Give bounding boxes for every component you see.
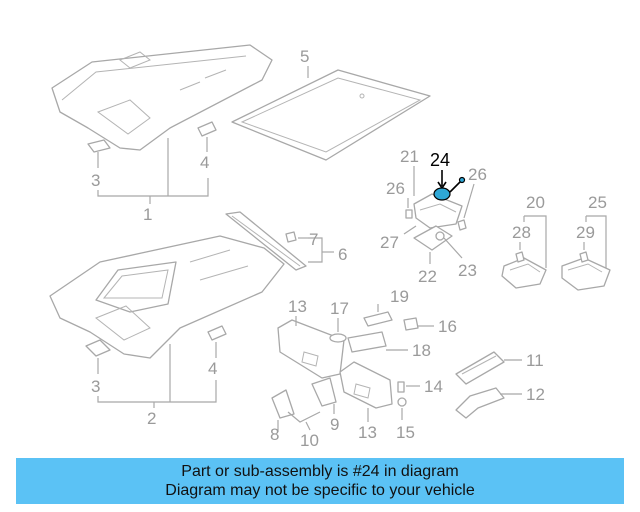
banner-line-1: Part or sub-assembly is #24 in diagram (181, 463, 459, 480)
clip-15 (397, 397, 407, 407)
callout-24-highlighted: 24 (430, 150, 450, 170)
visor-clip-17 (329, 333, 347, 343)
callout-15: 15 (396, 423, 415, 442)
map-light-pad-upper (87, 139, 111, 153)
callout-16: 16 (438, 317, 457, 336)
callout-20: 20 (526, 193, 545, 212)
lamp-assembly-25 (561, 257, 611, 291)
callout-2: 2 (147, 409, 156, 428)
callout-29: 29 (576, 223, 595, 242)
headliner-upper (51, 44, 273, 151)
rail-11 (455, 351, 505, 385)
info-banner: Part or sub-assembly is #24 in diagram D… (16, 458, 624, 504)
leaders-group-1 (97, 137, 209, 204)
callout-9: 9 (330, 415, 339, 434)
callout-6: 6 (338, 245, 347, 264)
leaders-group-2 (97, 342, 217, 408)
callout-11: 11 (526, 351, 544, 370)
leaders-group-6-7 (298, 237, 334, 263)
callout-22: 22 (418, 267, 437, 286)
screw-26-right (457, 219, 467, 231)
vanity-mirror-19 (363, 311, 393, 327)
callout-5: 5 (300, 47, 309, 66)
banner-line-2: Diagram may not be specific to your vehi… (165, 482, 475, 499)
vanity-lamp-18 (347, 331, 387, 353)
bulb-28 (515, 251, 525, 263)
callout-28: 28 (512, 223, 531, 242)
bracket-12 (455, 387, 505, 419)
callout-1: 1 (143, 205, 152, 224)
lamp-lens-22 (413, 225, 453, 251)
callout-3-upper: 3 (91, 171, 100, 190)
callout-4-upper: 4 (200, 153, 209, 172)
callout-27: 27 (380, 233, 399, 252)
callout-8: 8 (270, 425, 279, 444)
map-light-pad-lower (85, 339, 111, 357)
callout-12: 12 (526, 385, 545, 404)
grab-handle-8 (271, 389, 295, 419)
map-lamp-housing-21 (413, 193, 463, 229)
callout-26-left: 26 (386, 179, 405, 198)
leaders-group-8-10 (277, 404, 335, 432)
bolt-14 (397, 381, 405, 393)
callout-3-lower: 3 (91, 377, 100, 396)
grab-handle-9 (311, 377, 337, 407)
callout-17: 17 (330, 299, 349, 318)
callout-13-lower: 13 (358, 423, 377, 442)
headliner-lower (49, 235, 285, 359)
callout-13-upper: 13 (288, 297, 307, 316)
parts-diagram: 3 4 1 5 7 6 3 4 2 13 17 (49, 44, 611, 450)
bulb-23 (435, 231, 445, 241)
callout-21: 21 (400, 147, 419, 166)
callout-4-lower: 4 (208, 359, 217, 378)
grab-handle-clip-lower (207, 325, 227, 341)
callout-10: 10 (300, 431, 319, 450)
screw-26-left (405, 209, 413, 219)
callout-18: 18 (412, 341, 431, 360)
grab-handle-clip-upper (197, 121, 217, 137)
callout-26-right: 26 (468, 165, 487, 184)
sunroof-panel (231, 69, 431, 161)
clip-16 (403, 317, 419, 331)
bulb-29 (579, 251, 589, 263)
sun-visor-lower (339, 361, 393, 409)
callout-19: 19 (390, 287, 409, 306)
clip-7 (285, 231, 297, 243)
part-24-highlighted (433, 170, 466, 201)
callout-23: 23 (458, 261, 477, 280)
callout-14: 14 (424, 377, 443, 396)
callout-7: 7 (309, 230, 318, 249)
lamp-assembly-20 (501, 257, 547, 289)
callout-25: 25 (588, 193, 607, 212)
sun-visor-upper (277, 319, 345, 379)
